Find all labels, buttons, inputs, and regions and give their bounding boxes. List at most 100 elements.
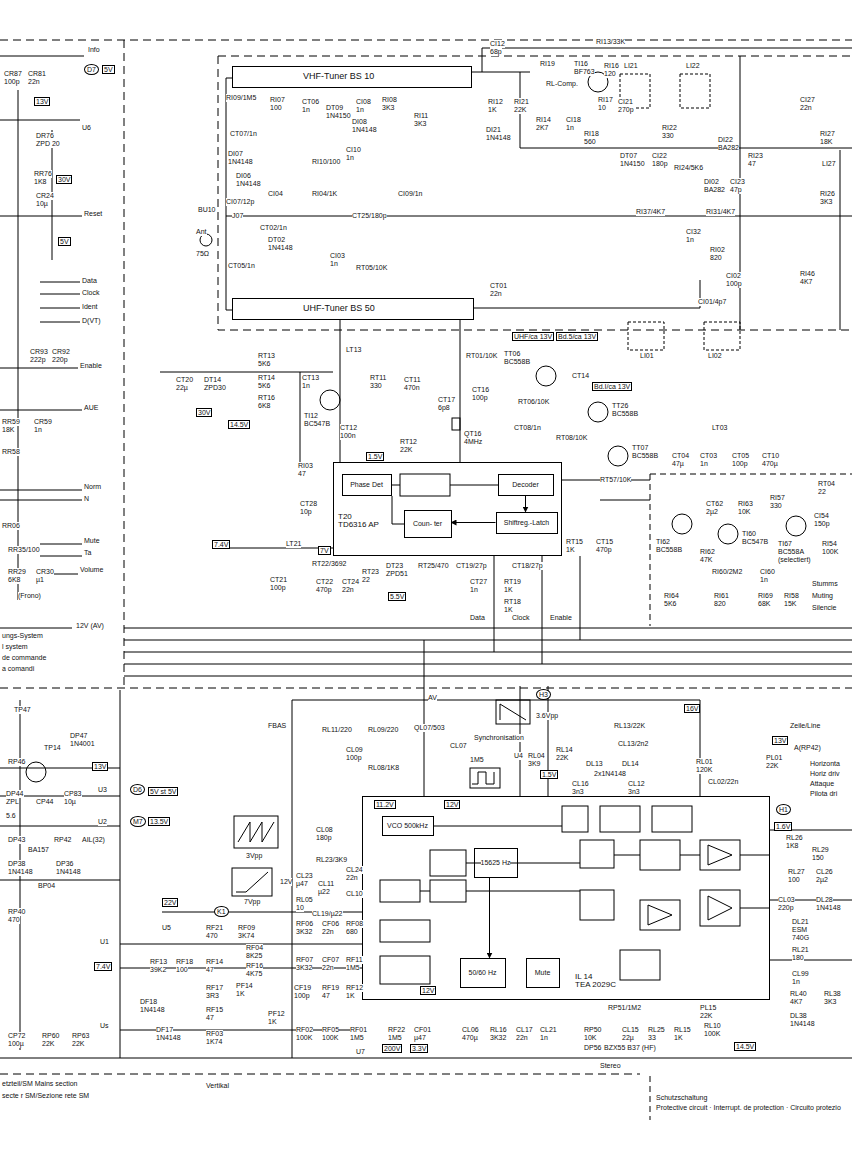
component-label: U1 [100,938,109,946]
component-label: CL03 [778,896,795,904]
component-label: DP47 [70,732,88,740]
block-label: Phase Det [350,481,383,488]
voltage-box: 12V [444,800,460,809]
component-label: RF15 [206,1006,223,1014]
component-label: TI16 [574,60,588,68]
voltage-box: 12V [420,986,436,995]
component-label: CT15 [596,538,613,546]
component-label: 68K [758,600,770,608]
test-point: K1 [214,906,229,917]
component-label: RT57/10K [600,476,631,484]
component-label: BA282 [704,186,725,194]
voltage-box: 5V [102,65,115,74]
component-label: 330 [662,132,674,140]
component-label: RI61 [714,592,729,600]
component-label: RI12 [488,98,503,106]
component-label: 47 [298,470,306,478]
component-label: CT25/180p [352,212,387,220]
component-label: 10 [296,904,304,912]
component-label: 22n [800,104,812,112]
component-label: RL04 [528,752,545,760]
component-label: RL40 [790,990,807,998]
component-label: 100p [270,584,286,592]
component-label: DP56 [584,1044,602,1052]
voltage-box: 13.5V [148,817,170,826]
component-label: 10K [584,1034,596,1042]
component-label: RI11 [414,112,428,120]
component-label: RI21 [514,98,529,106]
component-label: RF11 [346,956,363,964]
component-label: FBAS [268,722,286,730]
component-label: CL08 [316,826,333,834]
component-label: Stumms [812,580,838,588]
component-label: RT14 [258,374,275,382]
component-label: RI02 [710,246,725,254]
component-label: RI57 [770,494,785,502]
component-label: RI46 [800,270,815,278]
component-label: Ta [84,549,91,557]
component-label: RT15 [566,538,583,546]
component-label: 22K [700,1012,712,1020]
component-label: BC558A [778,548,804,556]
component-label: 3K74 [238,932,254,940]
component-label: 22K [514,106,526,114]
component-label: 1n [302,106,310,114]
component-label: 1K [268,1018,277,1026]
text-group: Shiftreg.-Latch [497,513,557,533]
component-label: 22 [362,576,370,584]
component-label: RR06 [2,522,20,530]
component-label: RL-Comp. [546,80,578,88]
component-label: RT06/10K [518,398,549,406]
component-label: RP42 [54,836,72,844]
component-label: CT14 [572,372,589,380]
component-label: CI18 [566,116,581,124]
component-label: 33 [648,1034,656,1042]
component-label: CT22 [316,578,333,586]
component-label: LI21 [624,62,638,70]
component-label: RP60 [42,1032,60,1040]
component-label: CF01 [414,1026,431,1034]
component-label: 1n [302,382,310,390]
component-label: CT05 [732,452,749,460]
component-label: U4 [514,752,523,760]
component-label: 470p [596,546,612,554]
component-label: 1N4148 [790,1020,815,1028]
component-label: Muting [812,592,833,600]
component-label: 47 [748,160,756,168]
component-label: RF04 [246,944,263,952]
component-label: CI03 [330,252,345,260]
component-label: ZPD 20 [36,140,60,148]
component-label: CF07 [322,956,339,964]
component-label: 100p [472,394,488,402]
component-label: RI63 [738,500,753,508]
component-label: 47 [322,992,330,1000]
component-label: DI02 [704,178,719,186]
component-label: etzteil/SM Mains section [2,1080,77,1088]
voltage-box: 5V [58,237,71,246]
component-label: 1N4150 [326,112,351,120]
component-label: RI09/1M5 [226,94,256,102]
text-group: IL 14TEA 2029C [575,973,616,990]
component-label: CI04 [268,190,283,198]
component-label: CL19/µ22 [312,910,343,918]
component-label: CT21 [270,576,287,584]
component-label: CL07 [450,742,467,750]
component-label: AV [428,694,437,702]
component-label: CI01/4p7 [698,298,726,306]
component-label: 470µ [462,1034,478,1042]
component-label: Zeile/Line [790,722,820,730]
component-label: LT03 [712,424,727,432]
component-label: Protective circuit · Interrupt. de prote… [656,1104,846,1112]
component-label: CI10 [346,146,361,154]
component-label: RI60/2M2 [712,568,742,576]
voltage-box: 13V [772,736,788,745]
voltage-box: 5.5V [388,592,406,601]
ic-box: T20TD6316 APPhase DetDecoderCoun- terShi… [333,462,562,556]
function-block: Shiftreg.-Latch [496,512,558,534]
component-label: BC558B [504,358,530,366]
component-label: CL23 [296,872,313,880]
component-label: 22n [28,78,40,86]
component-label: 2µ2 [706,508,718,516]
component-label: RL08/1K8 [368,764,399,772]
component-label: Silencie [812,604,837,612]
